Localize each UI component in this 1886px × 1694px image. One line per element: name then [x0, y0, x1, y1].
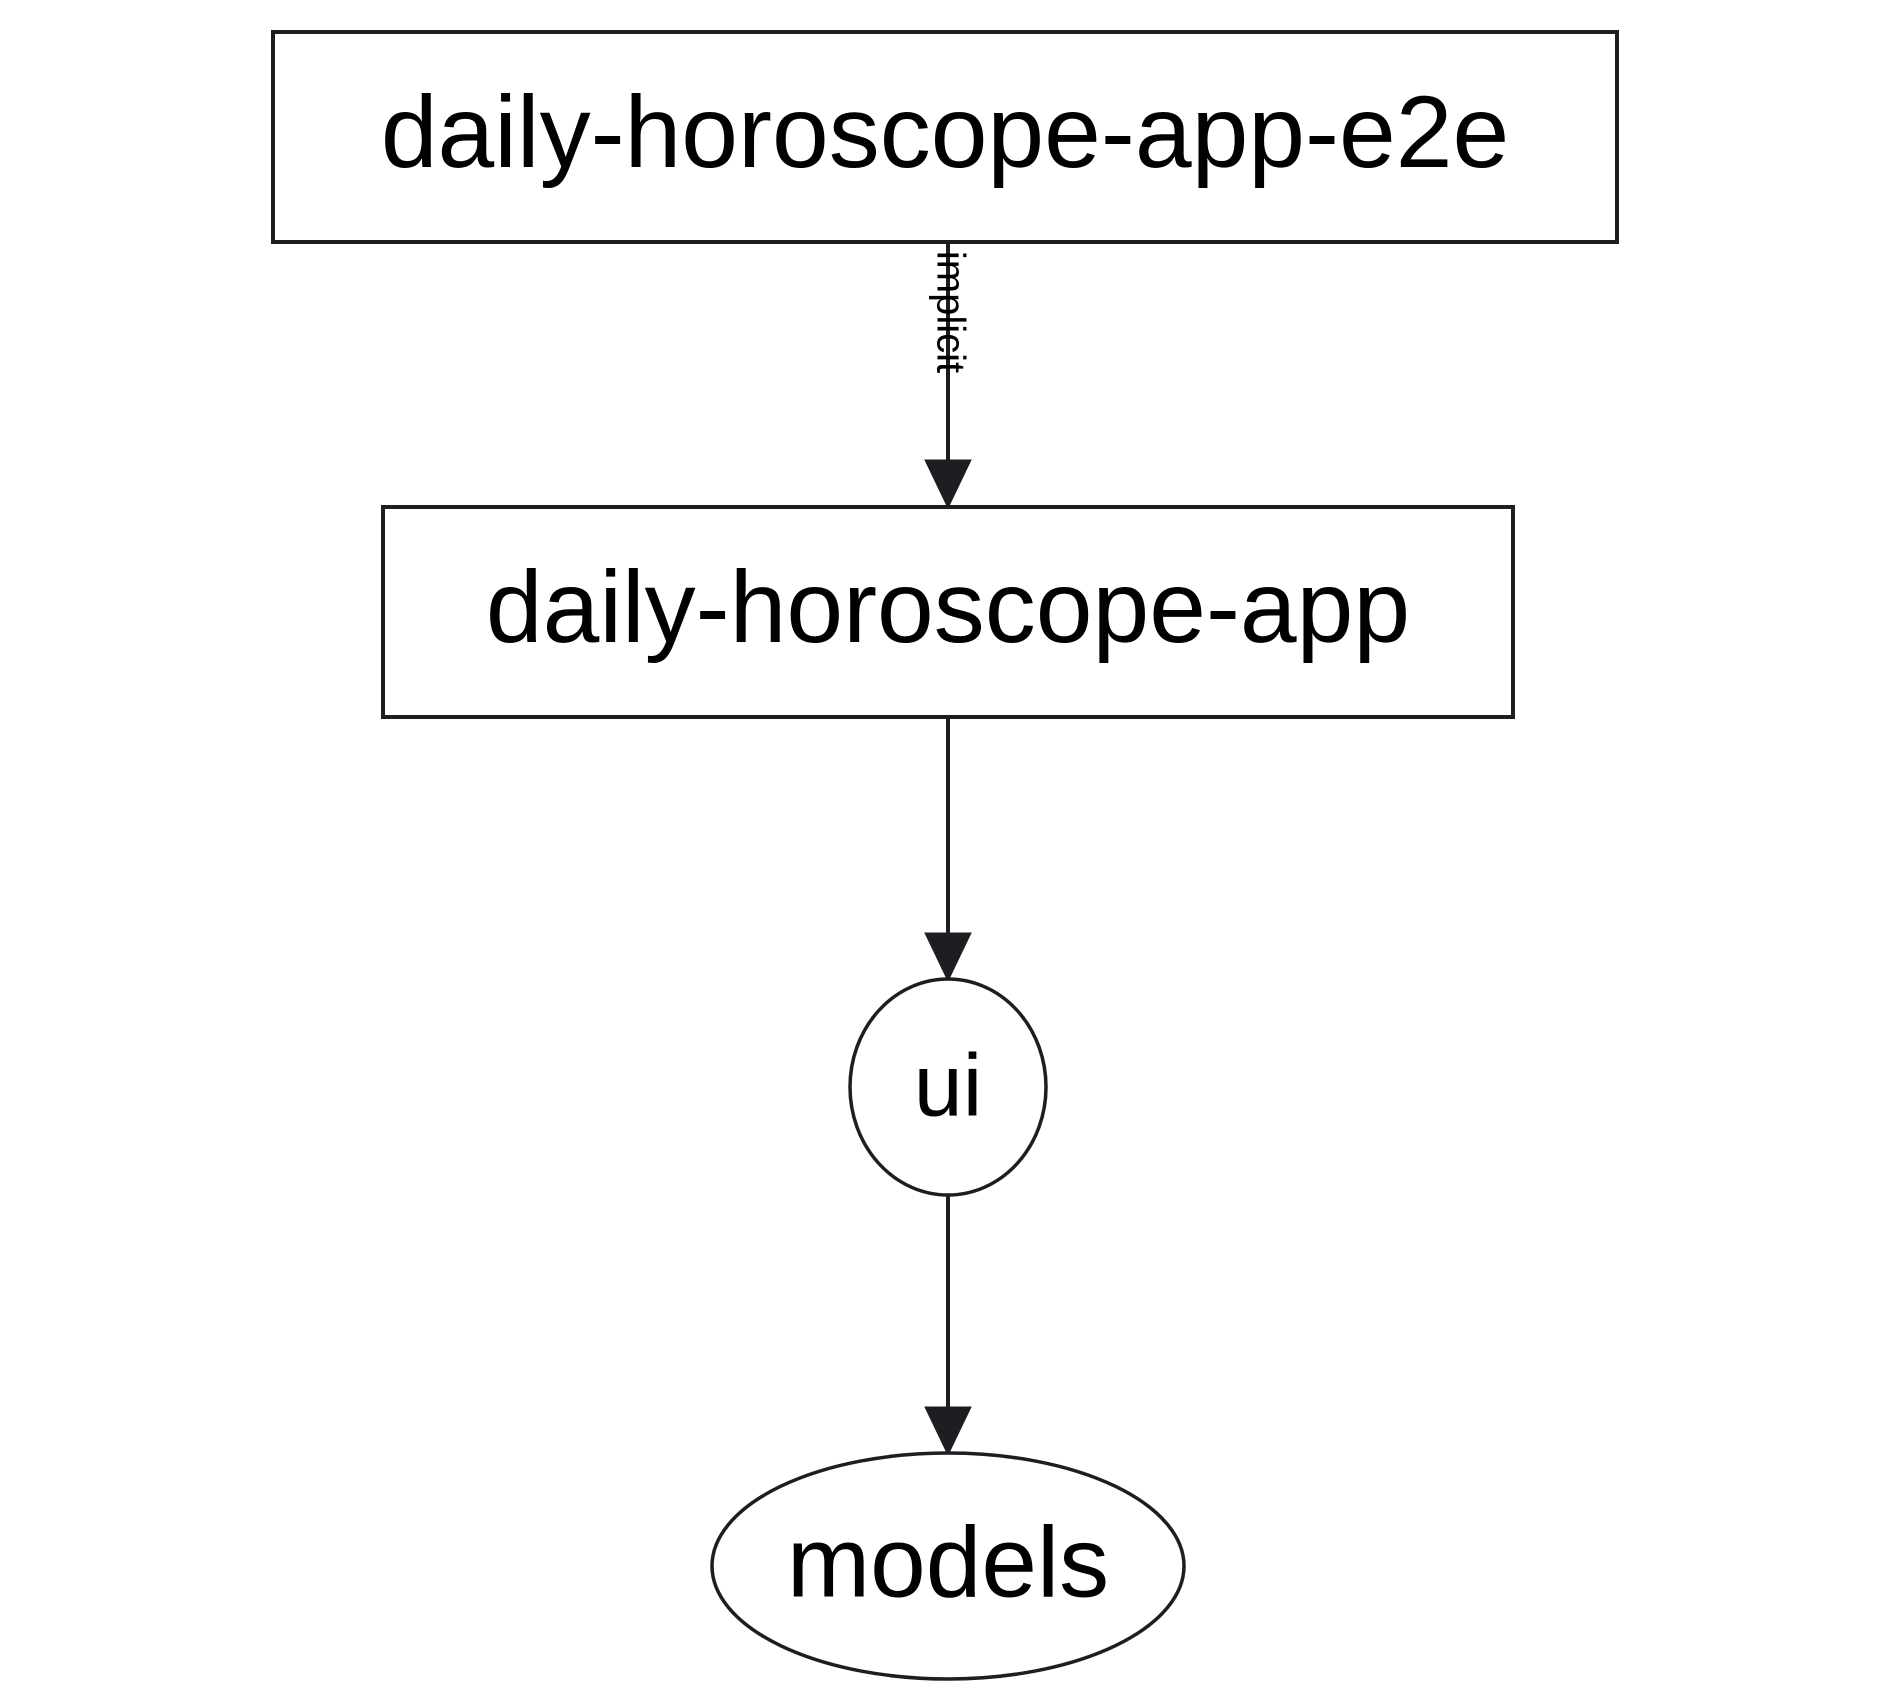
edge-app-to-ui — [924, 717, 972, 983]
edge-app-to-ui-arrowhead — [924, 932, 972, 983]
node-ui[interactable]: ui — [848, 977, 1048, 1197]
node-ui-label: ui — [914, 1035, 983, 1134]
node-ui-ellipse[interactable] — [848, 977, 1048, 1197]
node-models-ellipse[interactable] — [710, 1451, 1186, 1681]
edge-ui-to-models — [924, 1195, 972, 1457]
node-daily-horoscope-app-e2e[interactable]: daily-horoscope-app-e2e — [271, 30, 1619, 244]
node-daily-horoscope-app[interactable]: daily-horoscope-app — [381, 505, 1515, 719]
node-models[interactable]: models — [710, 1451, 1186, 1681]
edge-ui-to-models-arrowhead — [924, 1406, 972, 1457]
edge-e2e-to-app: implicit — [924, 242, 972, 510]
node-daily-horoscope-app-label: daily-horoscope-app — [486, 550, 1410, 664]
edge-e2e-to-app-arrowhead — [924, 459, 972, 510]
node-models-label: models — [787, 1506, 1109, 1618]
node-daily-horoscope-app-rect[interactable] — [381, 505, 1515, 719]
node-daily-horoscope-app-e2e-label: daily-horoscope-app-e2e — [381, 75, 1509, 189]
edge-label-implicit: implicit — [928, 251, 972, 373]
node-daily-horoscope-app-e2e-rect[interactable] — [271, 30, 1619, 244]
